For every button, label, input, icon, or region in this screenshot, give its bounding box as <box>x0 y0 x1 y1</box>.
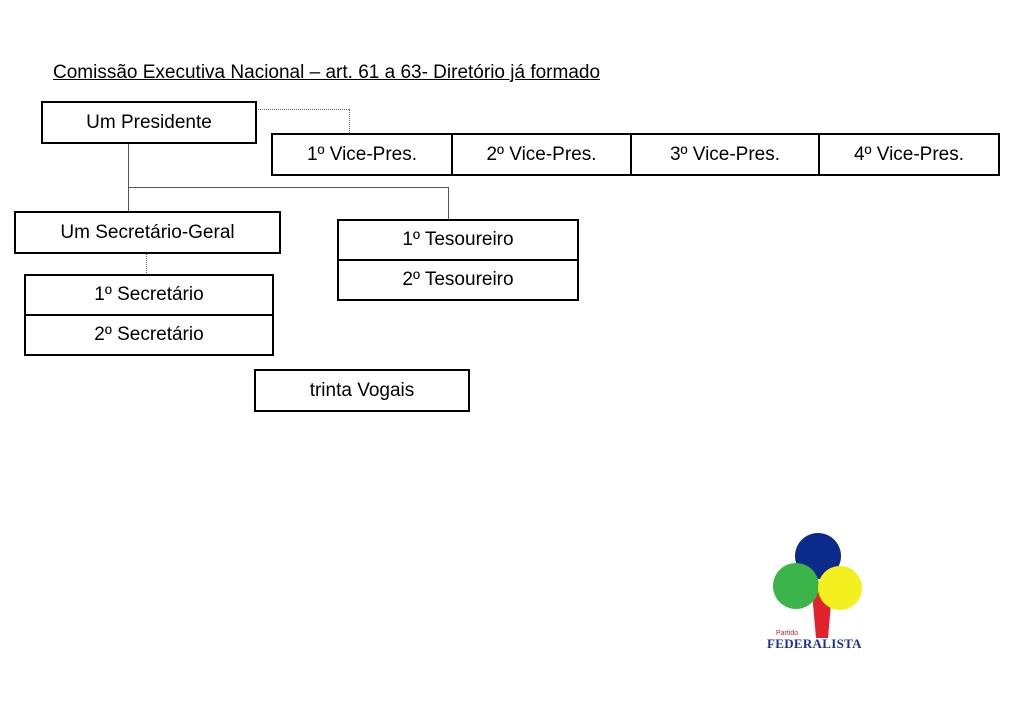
connector-tesoureiro-down <box>448 187 449 220</box>
connector-vice-down <box>349 109 350 133</box>
federalista-logo <box>773 533 862 638</box>
node-secretario-2: 2º Secretário <box>24 314 274 356</box>
node-secretario-geral: Um Secretário-Geral <box>14 211 281 254</box>
logo-green-circle <box>773 563 819 609</box>
node-secretario-1: 1º Secretário <box>24 274 274 316</box>
connector-presidente-down <box>128 143 129 212</box>
node-presidente: Um Presidente <box>41 101 257 144</box>
node-tesoureiro-1: 1º Tesoureiro <box>337 219 579 261</box>
connector-horizontal-branch <box>128 187 448 188</box>
connector-presidente-vice <box>256 109 349 110</box>
node-vogais: trinta Vogais <box>254 369 470 412</box>
node-vice-1: 1º Vice-Pres. <box>271 133 453 176</box>
node-tesoureiro-2: 2º Tesoureiro <box>337 259 579 301</box>
connector-secretario-down <box>146 253 147 275</box>
logo-name: FEDERALISTA <box>767 636 862 651</box>
node-vice-2: 2º Vice-Pres. <box>451 133 632 176</box>
logo-small-text: Partido <box>776 630 799 637</box>
node-vice-4: 4º Vice-Pres. <box>818 133 1000 176</box>
logo-yellow-circle <box>818 566 862 610</box>
node-vice-3: 3º Vice-Pres. <box>630 133 820 176</box>
page-title: Comissão Executiva Nacional – art. 61 a … <box>53 62 601 83</box>
